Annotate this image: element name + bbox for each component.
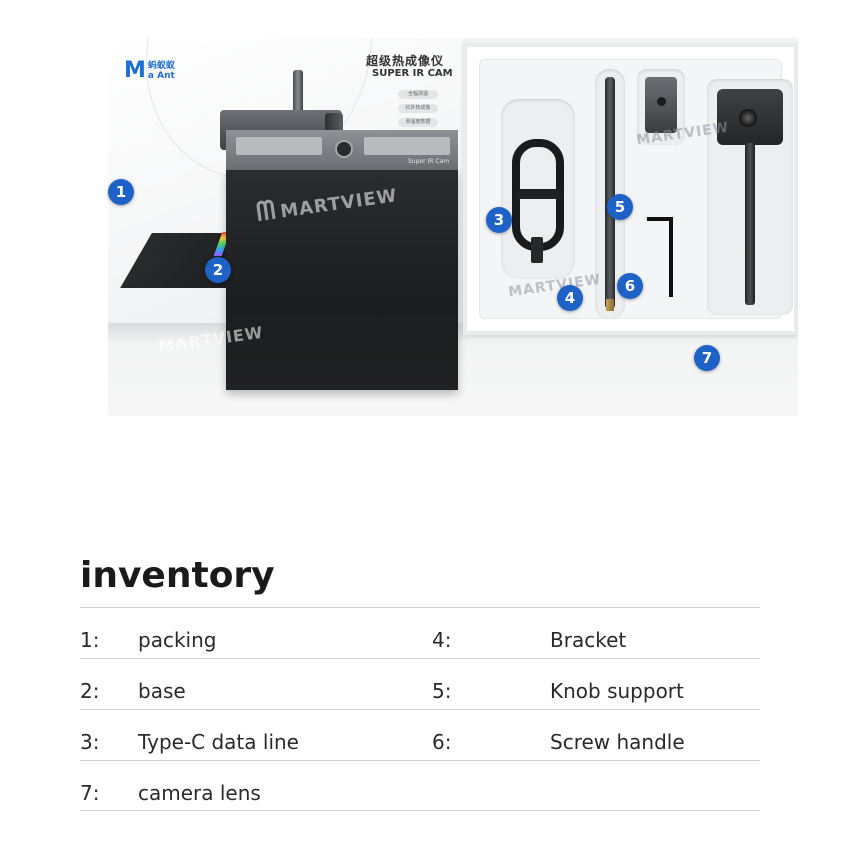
item-label: Type-C data line: [138, 730, 299, 754]
item-label: Screw handle: [550, 730, 685, 754]
camera-slot-left: [236, 137, 322, 155]
box-features: 全幅测温 红外热成像 测温度数据: [398, 90, 438, 127]
camera-label: Super IR Cam: [408, 158, 450, 165]
cable-tie: [517, 189, 561, 199]
table-row: 3: Type-C data line 6: Screw handle: [80, 709, 760, 760]
feature-pill: 全幅测温: [398, 90, 438, 99]
callout-badge-7: 7: [694, 345, 720, 371]
item-number: 4:: [432, 628, 452, 652]
camera-lens-eye: [739, 109, 757, 127]
table-row: 1: packing 4: Bracket: [80, 607, 760, 658]
watermark-icon: ᗰ: [254, 195, 279, 228]
item-label: Bracket: [550, 628, 627, 652]
box-title-en: SUPER IR CAM: [372, 68, 453, 79]
item-number: 5:: [432, 679, 452, 703]
callout-badge-5: 5: [607, 194, 633, 220]
box-title-cn: 超级热成像仪: [366, 54, 445, 68]
feature-pill: 测温度数据: [398, 118, 438, 127]
logo-text: 蚂蚁蚁 a Ant: [148, 61, 175, 81]
callout-badge-6: 6: [617, 273, 643, 299]
camera-lens-dot: [335, 140, 353, 158]
item-number: 2:: [80, 679, 100, 703]
item-number: 3:: [80, 730, 100, 754]
camera-panel: [226, 170, 458, 390]
feature-pill: 红外热成像: [398, 104, 438, 113]
brand-logo: M 蚂蚁蚁 a Ant: [124, 58, 175, 83]
bracket-rod-tip: [606, 299, 614, 311]
stand-post: [293, 70, 303, 140]
bracket-rod: [605, 77, 615, 309]
table-row: 2: base 5: Knob support: [80, 658, 760, 709]
item-label: camera lens: [138, 781, 261, 805]
type-c-plug: [531, 237, 543, 263]
screw-handle-key: [647, 217, 673, 297]
callout-badge-2: 2: [205, 257, 231, 283]
inventory-table: 1: packing 4: Bracket 2: base 5: Knob su…: [80, 607, 760, 811]
item-label: packing: [138, 628, 217, 652]
table-row: 7: camera lens: [80, 760, 760, 811]
item-label: Knob support: [550, 679, 684, 703]
logo-mark: M: [124, 58, 146, 83]
logo-cn: 蚂蚁蚁: [147, 60, 175, 71]
camera-top-bar: Super IR Cam: [226, 130, 458, 170]
camera-lens-stem: [745, 143, 755, 305]
inventory-title: inventory: [80, 555, 275, 596]
item-number: 1:: [80, 628, 100, 652]
callout-badge-1: 1: [108, 179, 134, 205]
callout-badge-4: 4: [557, 285, 583, 311]
callout-badge-3: 3: [486, 207, 512, 233]
item-number: 7:: [80, 781, 100, 805]
knob-support-hole: [657, 97, 666, 106]
camera-slot-right: [364, 137, 450, 155]
item-label: base: [138, 679, 186, 703]
item-number: 6:: [432, 730, 452, 754]
logo-en: a Ant: [147, 70, 175, 81]
